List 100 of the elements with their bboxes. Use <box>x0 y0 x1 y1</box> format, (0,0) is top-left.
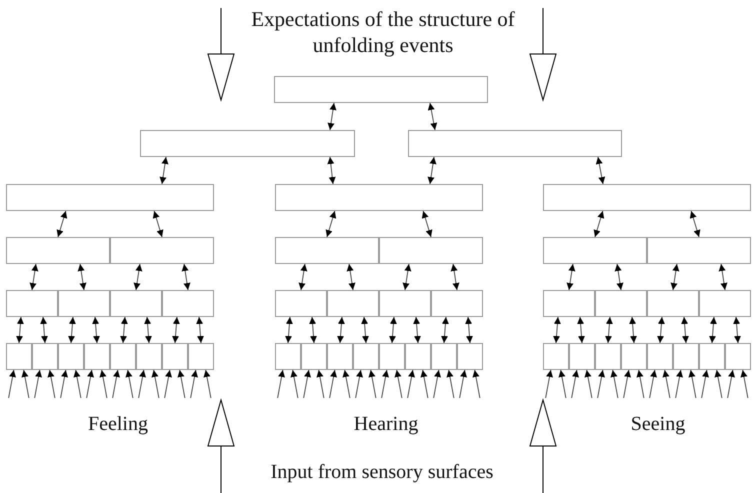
double-arrow <box>196 316 204 344</box>
heading-text: Expectations of the structure of unfolding events <box>250 6 516 58</box>
module-box <box>543 237 647 264</box>
module-box <box>405 343 431 370</box>
input-arrow <box>74 370 82 398</box>
input-arrow <box>558 370 566 398</box>
double-arrow <box>465 316 473 344</box>
module-box <box>110 343 136 370</box>
module-box <box>136 343 162 370</box>
input-arrow <box>623 370 631 398</box>
input-arrow <box>381 370 389 398</box>
double-arrow <box>670 264 680 290</box>
input-arrow <box>610 370 618 398</box>
module-box <box>379 290 431 317</box>
double-arrow <box>566 264 576 290</box>
module-box <box>327 343 353 370</box>
input-arrow <box>368 370 376 398</box>
module-box <box>699 343 725 370</box>
module-box <box>6 290 58 317</box>
module-box <box>543 184 751 211</box>
double-arrow <box>16 316 24 344</box>
double-arrow <box>361 316 369 344</box>
double-arrow <box>346 264 356 290</box>
input-arrow <box>126 370 134 398</box>
double-arrow <box>553 316 561 344</box>
module-box <box>543 343 569 370</box>
modality-label: Seeing <box>630 412 686 437</box>
input-arrow <box>112 370 120 398</box>
double-arrow <box>718 264 728 290</box>
module-box <box>353 343 379 370</box>
double-arrow <box>428 102 438 130</box>
input-arrow <box>290 370 298 398</box>
module-box <box>275 184 483 211</box>
input-arrow <box>178 370 186 398</box>
input-arrow <box>355 370 363 398</box>
double-arrow <box>152 210 164 238</box>
double-arrow <box>68 316 76 344</box>
double-arrow <box>605 316 613 344</box>
input-arrow <box>584 370 592 398</box>
input-arrow <box>86 370 94 398</box>
module-box <box>699 290 751 317</box>
module-box <box>408 130 622 157</box>
input-arrow <box>433 370 441 398</box>
double-arrow <box>92 316 100 344</box>
module-box <box>647 343 673 370</box>
input-arrow <box>277 370 285 398</box>
input-arrow <box>545 370 553 398</box>
input-arrow <box>342 370 350 398</box>
module-box <box>188 343 214 370</box>
double-arrow <box>596 156 606 184</box>
input-arrow <box>8 370 16 398</box>
double-arrow <box>144 316 152 344</box>
module-box <box>647 237 751 264</box>
input-arrow <box>329 370 337 398</box>
double-arrow <box>657 316 665 344</box>
module-box <box>162 343 188 370</box>
double-arrow <box>422 210 432 238</box>
double-arrow <box>328 102 336 130</box>
double-arrow <box>337 316 345 344</box>
input-arrow <box>204 370 212 398</box>
input-arrow <box>316 370 324 398</box>
double-arrow <box>629 316 637 344</box>
double-arrow <box>733 316 741 344</box>
input-arrow <box>152 370 160 398</box>
modality-label: Feeling <box>87 412 149 437</box>
double-arrow <box>78 264 86 290</box>
double-arrow <box>681 316 689 344</box>
double-arrow <box>327 156 336 184</box>
input-arrow <box>407 370 415 398</box>
module-box <box>301 343 327 370</box>
module-box <box>6 184 214 211</box>
module-box <box>275 290 327 317</box>
module-box <box>647 290 699 317</box>
module-box <box>58 290 110 317</box>
double-arrow <box>577 316 585 344</box>
double-arrow <box>709 316 717 344</box>
input-arrow <box>714 370 722 398</box>
double-arrow <box>326 210 336 238</box>
double-arrow <box>614 264 624 290</box>
double-arrow <box>389 316 397 344</box>
module-box <box>140 130 355 157</box>
double-arrow <box>428 156 436 184</box>
double-arrow <box>172 316 180 344</box>
input-arrow <box>740 370 748 398</box>
double-arrow <box>441 316 449 344</box>
module-box <box>379 237 483 264</box>
double-arrow <box>690 210 700 238</box>
module-box <box>725 343 751 370</box>
input-arrow <box>727 370 735 398</box>
input-arrow <box>164 370 172 398</box>
input-arrow <box>472 370 480 398</box>
input-arrow <box>675 370 683 398</box>
input-arrow <box>394 370 402 398</box>
module-box <box>543 290 595 317</box>
module-box <box>274 76 488 103</box>
double-arrow <box>182 264 190 290</box>
module-box <box>595 290 647 317</box>
input-arrow <box>459 370 467 398</box>
input-arrow <box>688 370 696 398</box>
module-box <box>110 290 162 317</box>
